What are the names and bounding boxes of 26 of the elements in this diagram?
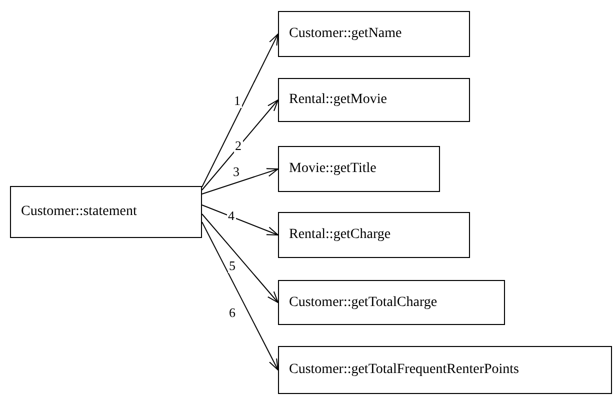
arrow — [202, 168, 278, 194]
edge-label: 1 — [233, 94, 242, 108]
method-name: Rental::getCharge — [289, 227, 391, 243]
method-box — [278, 280, 505, 325]
method-name: Rental::getMovie — [289, 92, 387, 108]
method-box — [278, 346, 612, 394]
arrow — [202, 100, 278, 190]
method-box — [10, 186, 202, 238]
edge-label: 4 — [227, 209, 236, 223]
method-name: Customer::getTotalFrequentRenterPoints — [289, 362, 519, 378]
method-name: Customer::statement — [21, 204, 137, 220]
method-name: Customer::getTotalCharge — [289, 294, 438, 310]
method-box — [278, 11, 470, 57]
arrow — [202, 222, 278, 370]
edge-label: 5 — [228, 259, 236, 273]
method-name: Customer::getName — [289, 26, 402, 42]
arrow — [202, 34, 278, 188]
method-box — [278, 78, 470, 122]
arrow — [202, 214, 278, 303]
arrow — [202, 204, 278, 236]
method-name: Movie::getTitle — [289, 161, 376, 177]
method-box — [278, 212, 470, 258]
edge-label: 6 — [228, 306, 236, 320]
method-box — [278, 146, 440, 192]
edge-label: 2 — [234, 139, 242, 153]
edge-label: 3 — [232, 165, 240, 179]
